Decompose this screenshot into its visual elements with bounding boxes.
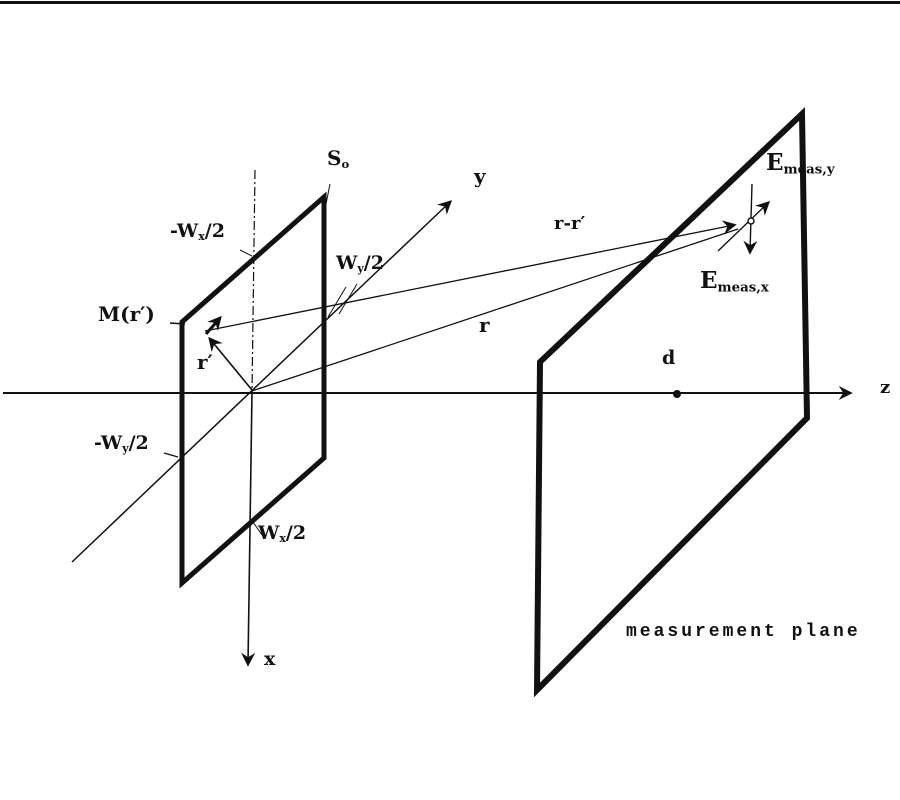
x-axis-negative-dashdot bbox=[251, 169, 256, 393]
wy-pos-leader-line-2 bbox=[338, 283, 358, 315]
z-axis-label: z bbox=[880, 377, 891, 398]
r-vector bbox=[251, 228, 739, 392]
measurement-plane-outline bbox=[533, 107, 811, 698]
source-plane-label: So bbox=[327, 148, 349, 171]
wy-neg-sub: y bbox=[122, 442, 129, 456]
wx-pos-pre: W bbox=[258, 522, 280, 544]
e-meas-x-sub: meas,x bbox=[717, 279, 769, 296]
wy-neg-post: /2 bbox=[128, 432, 149, 454]
source-plane-label-sub: o bbox=[341, 157, 350, 172]
wy-pos-post: /2 bbox=[363, 252, 384, 274]
d-distance-dot bbox=[673, 390, 681, 398]
wy-pos-label: Wy/2 bbox=[336, 252, 384, 276]
wx-pos-post: /2 bbox=[285, 522, 307, 544]
e-meas-y-main: E bbox=[766, 149, 784, 176]
x-axis bbox=[241, 391, 256, 667]
d-label: d bbox=[662, 347, 676, 369]
wx-neg-sub: x bbox=[198, 230, 205, 244]
wx-pos-label: Wx/2 bbox=[258, 522, 307, 546]
e-meas-y-arrow bbox=[717, 201, 771, 252]
r-minus-r-prime-label: r-r′ bbox=[554, 213, 586, 234]
r-prime-vector bbox=[208, 336, 253, 391]
measurement-point-marker bbox=[747, 217, 755, 225]
wx-neg-leader-line bbox=[239, 249, 253, 257]
r-label: r bbox=[479, 313, 490, 337]
source-plane-label-main: S bbox=[327, 146, 342, 170]
wx-pos-sub: x bbox=[279, 532, 286, 546]
e-meas-x-label: Emeas,x bbox=[700, 269, 769, 295]
y-axis-label: y bbox=[474, 164, 486, 188]
wx-neg-post: /2 bbox=[204, 220, 225, 242]
scan-border-top bbox=[0, 1, 900, 4]
wy-pos-leader-line bbox=[327, 286, 347, 318]
wx-pos-leader-line bbox=[252, 521, 263, 536]
wx-neg-label: -Wx/2 bbox=[170, 220, 225, 244]
e-meas-y-sub: meas,y bbox=[783, 161, 835, 178]
measurement-plane-label: measurement plane bbox=[626, 622, 861, 642]
x-axis-label: x bbox=[264, 648, 276, 670]
s0-leader-line bbox=[325, 183, 331, 205]
wx-neg-pre: -W bbox=[170, 220, 199, 242]
wy-pos-pre: W bbox=[336, 252, 358, 274]
m-point-leader-line bbox=[169, 322, 186, 325]
wy-neg-pre: -W bbox=[94, 432, 123, 454]
r-minus-r-prime-vector bbox=[204, 220, 737, 332]
m-point-label: M(r′) bbox=[98, 302, 155, 326]
wy-neg-leader-line bbox=[163, 452, 179, 458]
y-axis bbox=[71, 200, 453, 563]
wy-neg-label: -Wy/2 bbox=[94, 432, 149, 456]
normal-vector-arrow bbox=[204, 315, 222, 335]
source-plane-outline bbox=[179, 191, 327, 589]
r-prime-label: r′ bbox=[197, 350, 213, 374]
wy-pos-sub: y bbox=[357, 262, 364, 276]
e-meas-y-label: Emeas,y bbox=[766, 151, 835, 177]
e-meas-x-main: E bbox=[700, 267, 718, 294]
